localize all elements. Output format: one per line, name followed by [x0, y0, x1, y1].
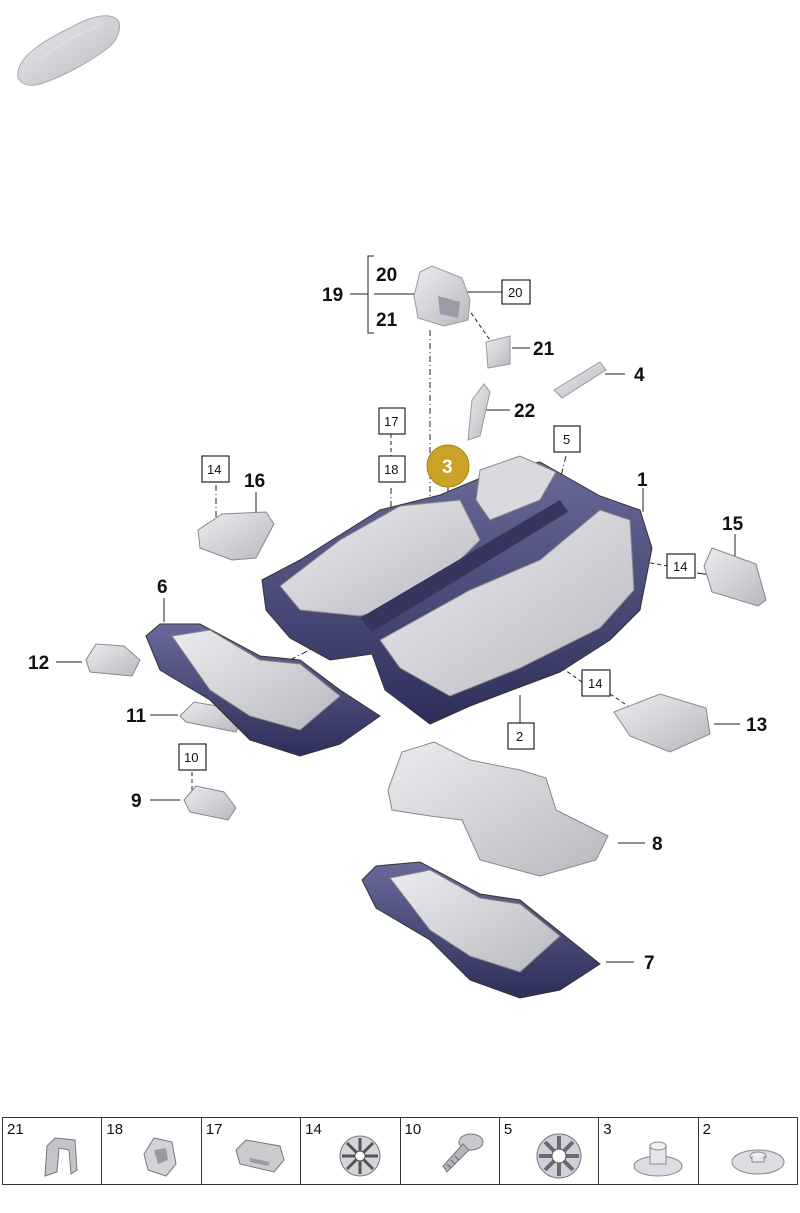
legend-number: 14	[305, 1121, 322, 1138]
expanding-nut-icon	[143, 1137, 177, 1177]
ref-box-2: 2	[516, 729, 523, 744]
part-19-trim-bracket	[413, 265, 471, 327]
callout-4: 4	[634, 365, 645, 386]
legend-cell-3[interactable]: 3	[599, 1118, 699, 1184]
legend-cell-2[interactable]: 2	[699, 1118, 797, 1184]
callout-16: 16	[244, 471, 265, 492]
legend-cell-14[interactable]: 14	[301, 1118, 401, 1184]
callout-20: 20	[376, 265, 397, 286]
callout-11: 11	[126, 706, 147, 727]
ref-box-5: 5	[563, 432, 570, 447]
part-13-panel	[613, 693, 711, 753]
part-6-tunnel-carpet	[145, 623, 381, 757]
ref-box-14-left: 14	[207, 462, 221, 477]
parts-diagram: 20 19 21 21 4 22 16 1 15 6 12 11 13 9 8 …	[17, 15, 767, 999]
legend-number: 5	[503, 1121, 513, 1138]
legend-cell-17[interactable]: 17	[202, 1118, 302, 1184]
callout-8: 8	[652, 834, 663, 855]
legend-cell-18[interactable]: 18	[102, 1118, 202, 1184]
part-16-panel	[197, 511, 275, 561]
legend-cell-21[interactable]: 21	[3, 1118, 103, 1184]
legend-cell-10[interactable]: 10	[401, 1118, 500, 1184]
part-21-plate	[485, 335, 511, 369]
callout-21-bracket: 21	[376, 310, 398, 331]
callout-22: 22	[514, 401, 535, 422]
fastener-legend: 21 18 17 14 10	[2, 1117, 798, 1185]
callout-19: 19	[322, 285, 343, 306]
ref-box-20: 20	[508, 285, 522, 300]
flat-washer-icon	[731, 1149, 785, 1175]
part-12-block	[85, 643, 141, 677]
legend-number: 21	[7, 1121, 24, 1138]
part-1-floor-carpet	[261, 455, 653, 725]
part-4-strip	[553, 361, 607, 399]
star-washer-icon	[536, 1133, 582, 1179]
reference-boxes	[178, 279, 696, 771]
callout-9: 9	[131, 791, 142, 812]
callout-1: 1	[637, 470, 648, 491]
ref-box-14-right: 14	[673, 559, 687, 574]
legend-number: 17	[205, 1121, 223, 1138]
callout-13: 13	[746, 715, 767, 736]
callout-12: 12	[28, 653, 49, 674]
callout-6: 6	[157, 577, 168, 598]
ref-box-10: 10	[184, 750, 198, 765]
legend-number: 18	[106, 1121, 124, 1138]
callout-15: 15	[722, 514, 744, 535]
callout-7: 7	[644, 953, 655, 974]
part-15-panel	[703, 547, 767, 607]
ref-box-14-bottom: 14	[588, 676, 602, 691]
ref-box-17: 17	[384, 414, 398, 429]
vehicle-thumbnail	[17, 15, 121, 86]
part-8-mat	[387, 741, 609, 877]
ref-box-18: 18	[384, 462, 398, 477]
highlight-label: 3	[442, 457, 453, 478]
mounting-stud-icon	[633, 1141, 683, 1177]
legend-cell-5[interactable]: 5	[500, 1118, 600, 1184]
part-9-clip	[183, 785, 237, 821]
part-22-strip	[467, 383, 491, 441]
legend-number: 10	[404, 1121, 422, 1138]
callout-21: 21	[533, 339, 555, 360]
highlight-marker-3[interactable]: 3	[426, 444, 470, 488]
cap-plug-icon	[235, 1139, 285, 1173]
push-nut-icon	[339, 1135, 381, 1177]
legend-number: 3	[603, 1121, 612, 1138]
part-7-tunnel-carpet	[361, 861, 601, 999]
bracket-clip-icon	[44, 1137, 78, 1177]
screw-icon	[441, 1133, 483, 1173]
legend-number: 2	[702, 1121, 711, 1138]
